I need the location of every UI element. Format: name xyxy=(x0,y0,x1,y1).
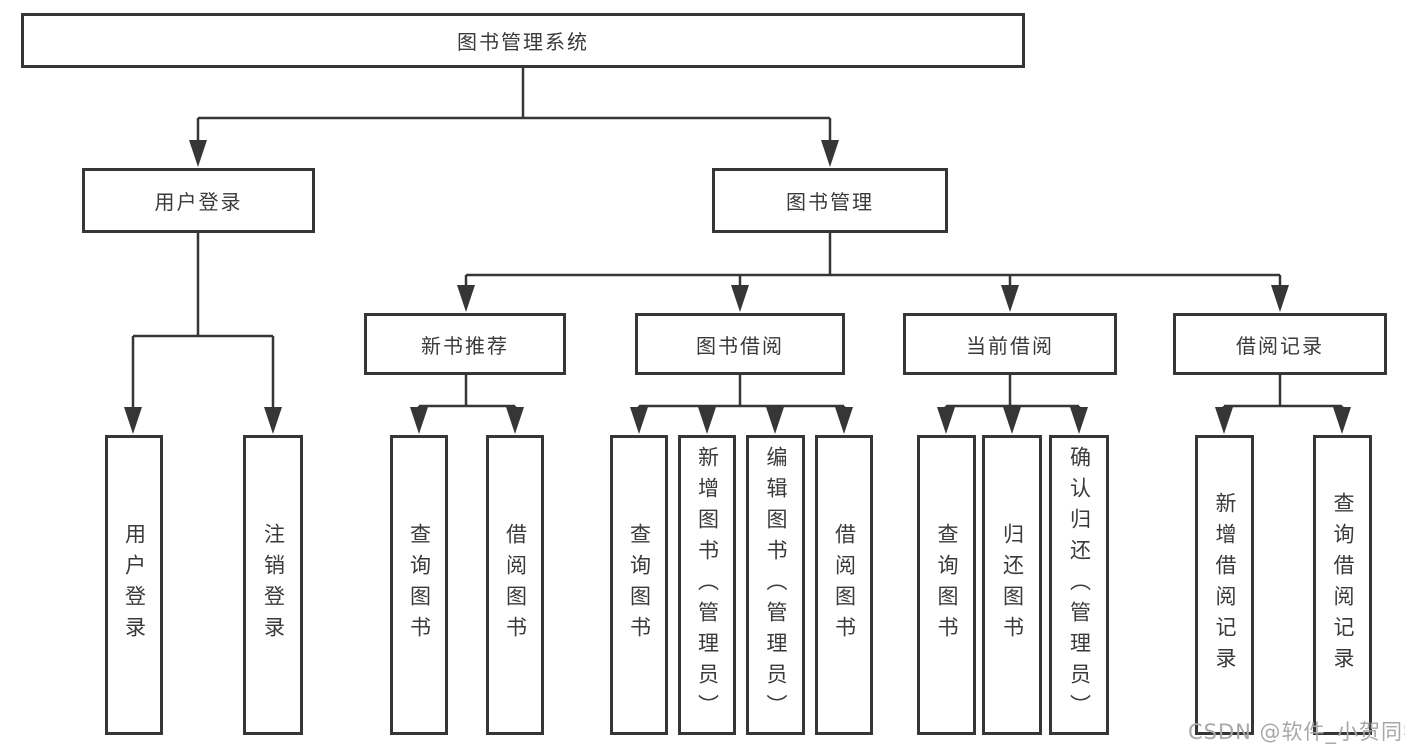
csdn-watermark: CSDN @软件_小贺同学 xyxy=(1188,720,1405,744)
node-label: 新增图书（管理员） xyxy=(695,445,720,725)
node-book-management: 图书管理 xyxy=(712,168,948,233)
node-label: 新增借阅记录 xyxy=(1213,492,1237,678)
leaf-query-borrowing-record: 查询借阅记录 xyxy=(1313,435,1372,735)
leaf-add-books-admin: 新增图书（管理员） xyxy=(678,435,736,735)
node-current-borrowing: 当前借阅 xyxy=(903,313,1117,375)
node-user-login: 用户登录 xyxy=(82,168,315,233)
node-label: 借阅图书 xyxy=(503,523,528,647)
node-label: 图书管理 xyxy=(786,190,874,214)
leaf-query-books-borrowing: 查询图书 xyxy=(610,435,668,735)
leaf-query-books-recommendation: 查询图书 xyxy=(390,435,448,735)
leaf-borrow-books-recommendation: 借阅图书 xyxy=(486,435,544,735)
node-label: 借阅记录 xyxy=(1236,333,1324,358)
node-label: 查询图书 xyxy=(627,523,652,647)
node-label: 用户登录 xyxy=(154,190,243,214)
node-borrowing-records: 借阅记录 xyxy=(1173,313,1387,375)
node-book-borrowing: 图书借阅 xyxy=(635,313,845,375)
leaf-add-borrowing-record: 新增借阅记录 xyxy=(1195,435,1254,735)
node-new-book-recommendation: 新书推荐 xyxy=(364,313,566,375)
node-label: 编辑图书（管理员） xyxy=(764,445,788,725)
node-label: 查询借阅记录 xyxy=(1331,492,1355,678)
leaf-query-books-current: 查询图书 xyxy=(917,435,976,735)
node-label: 借阅图书 xyxy=(832,523,857,647)
node-label: 查询图书 xyxy=(935,523,959,647)
node-label: 注销登录 xyxy=(261,523,286,647)
node-label: 用户登录 xyxy=(122,523,147,647)
leaf-return-books: 归还图书 xyxy=(982,435,1042,735)
node-label: 确认归还（管理员） xyxy=(1067,445,1092,725)
node-label: 当前借阅 xyxy=(966,333,1054,358)
leaf-user-login: 用户登录 xyxy=(105,435,163,735)
node-label: 新书推荐 xyxy=(421,333,509,358)
node-label: 归还图书 xyxy=(1000,523,1025,647)
node-library-management-system: 图书管理系统 xyxy=(21,13,1025,68)
leaf-confirm-return-admin: 确认归还（管理员） xyxy=(1049,435,1109,735)
leaf-borrow-books: 借阅图书 xyxy=(815,435,873,735)
node-label: 查询图书 xyxy=(407,523,432,647)
leaf-logout: 注销登录 xyxy=(243,435,303,735)
leaf-edit-books-admin: 编辑图书（管理员） xyxy=(746,435,805,735)
node-label: 图书借阅 xyxy=(696,333,784,358)
arrowhead-icons xyxy=(124,140,1351,434)
node-label: 图书管理系统 xyxy=(457,30,589,54)
